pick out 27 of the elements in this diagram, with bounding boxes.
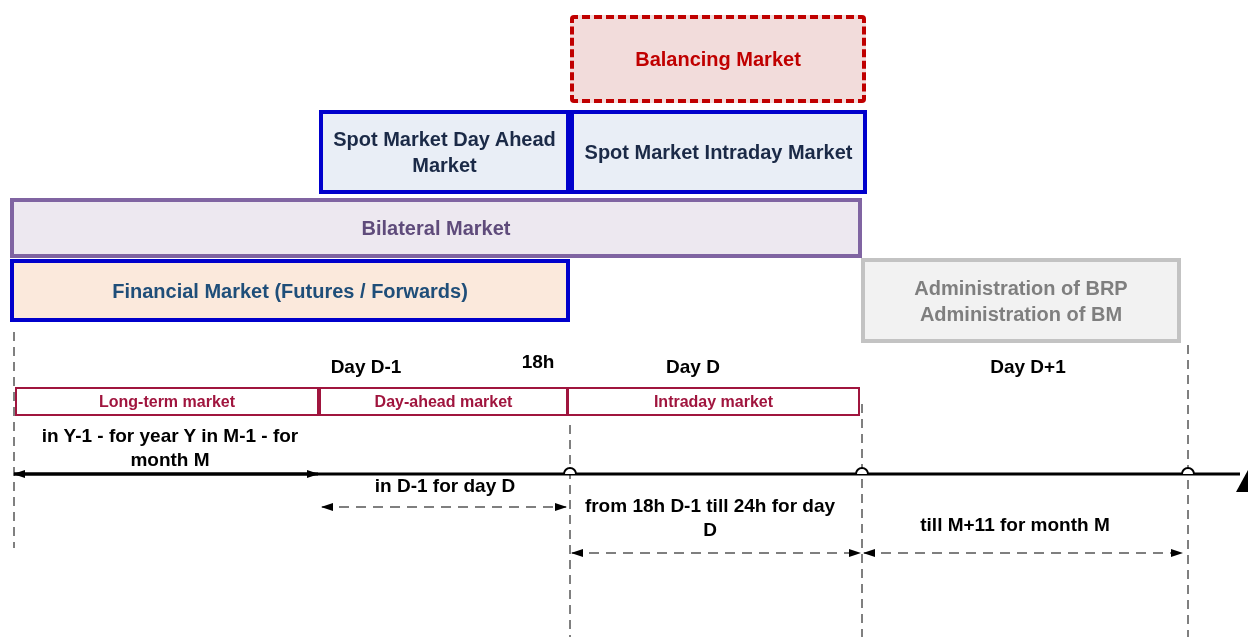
market-label: Administration of BM	[919, 301, 1123, 327]
market-label: Day-ahead market	[374, 391, 513, 412]
market-box	[570, 15, 866, 103]
day-label: Day D+1	[989, 355, 1067, 379]
market-box	[319, 110, 570, 194]
market-label: Spot Market Intraday Market	[584, 140, 853, 165]
period-note: till M+11 for month M	[919, 513, 1111, 537]
period-box	[319, 387, 568, 416]
market-label: Bilateral Market	[361, 216, 511, 241]
market-box	[570, 110, 867, 194]
period-box	[567, 387, 860, 416]
market-label: Intraday market	[653, 391, 774, 412]
market-label: Balancing Market	[635, 47, 801, 72]
market-box	[10, 259, 570, 322]
day-label: Day D	[665, 355, 721, 379]
market-label: Administration of BRP	[914, 275, 1128, 301]
administration-box	[861, 258, 1181, 343]
market-label: Spot Market Day Ahead Market	[332, 127, 557, 178]
period-note: in Y-1 - for year Y in M-1 - for month M	[40, 424, 300, 472]
time-label: 18h	[520, 350, 556, 374]
market-label: Financial Market (Futures / Forwards)	[112, 278, 468, 304]
market-box	[10, 198, 862, 258]
period-note: from 18h D-1 till 24h for day D	[583, 494, 837, 542]
market-label: Long-term market	[99, 391, 235, 412]
period-box	[15, 387, 319, 416]
day-label: Day D-1	[329, 355, 403, 379]
period-note: in D-1 for day D	[373, 474, 517, 498]
